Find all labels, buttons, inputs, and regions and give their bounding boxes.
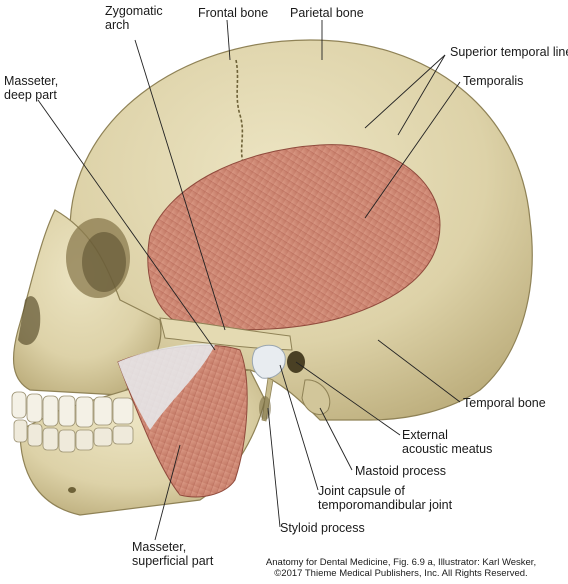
label-masseter-superficial: Masseter, superficial part — [132, 540, 214, 568]
lower-teeth — [13, 419, 134, 453]
figure-credit: Anatomy for Dental Medicine, Fig. 6.9 a,… — [265, 557, 537, 579]
label-temporal-bone: Temporal bone — [463, 396, 546, 410]
mastoid — [301, 379, 331, 415]
label-masseter-deep: Masseter, deep part — [4, 74, 59, 102]
coronal-suture — [235, 59, 245, 166]
label-styloid-process: Styloid process — [280, 521, 365, 535]
label-joint-capsule: Joint capsule of temporomandibular joint — [318, 484, 453, 512]
label-zygomatic-arch: Zygomatic arch — [105, 4, 163, 32]
leader-lines — [37, 19, 461, 541]
label-mastoid-process: Mastoid process — [355, 464, 447, 478]
upper-teeth — [11, 391, 134, 428]
label-frontal-bone: Frontal bone — [198, 6, 269, 20]
label-parietal-bone: Parietal bone — [290, 6, 364, 20]
masseter-tendon — [118, 343, 215, 430]
label-external-acoustic-meatus: External acoustic meatus — [402, 428, 493, 456]
joint-capsule — [251, 344, 286, 379]
nasal-aperture — [18, 296, 41, 345]
zygomatic-arch — [159, 317, 293, 351]
label-temporalis: Temporalis — [463, 74, 524, 88]
label-superior-temporal-line: Superior temporal line — [450, 45, 568, 59]
